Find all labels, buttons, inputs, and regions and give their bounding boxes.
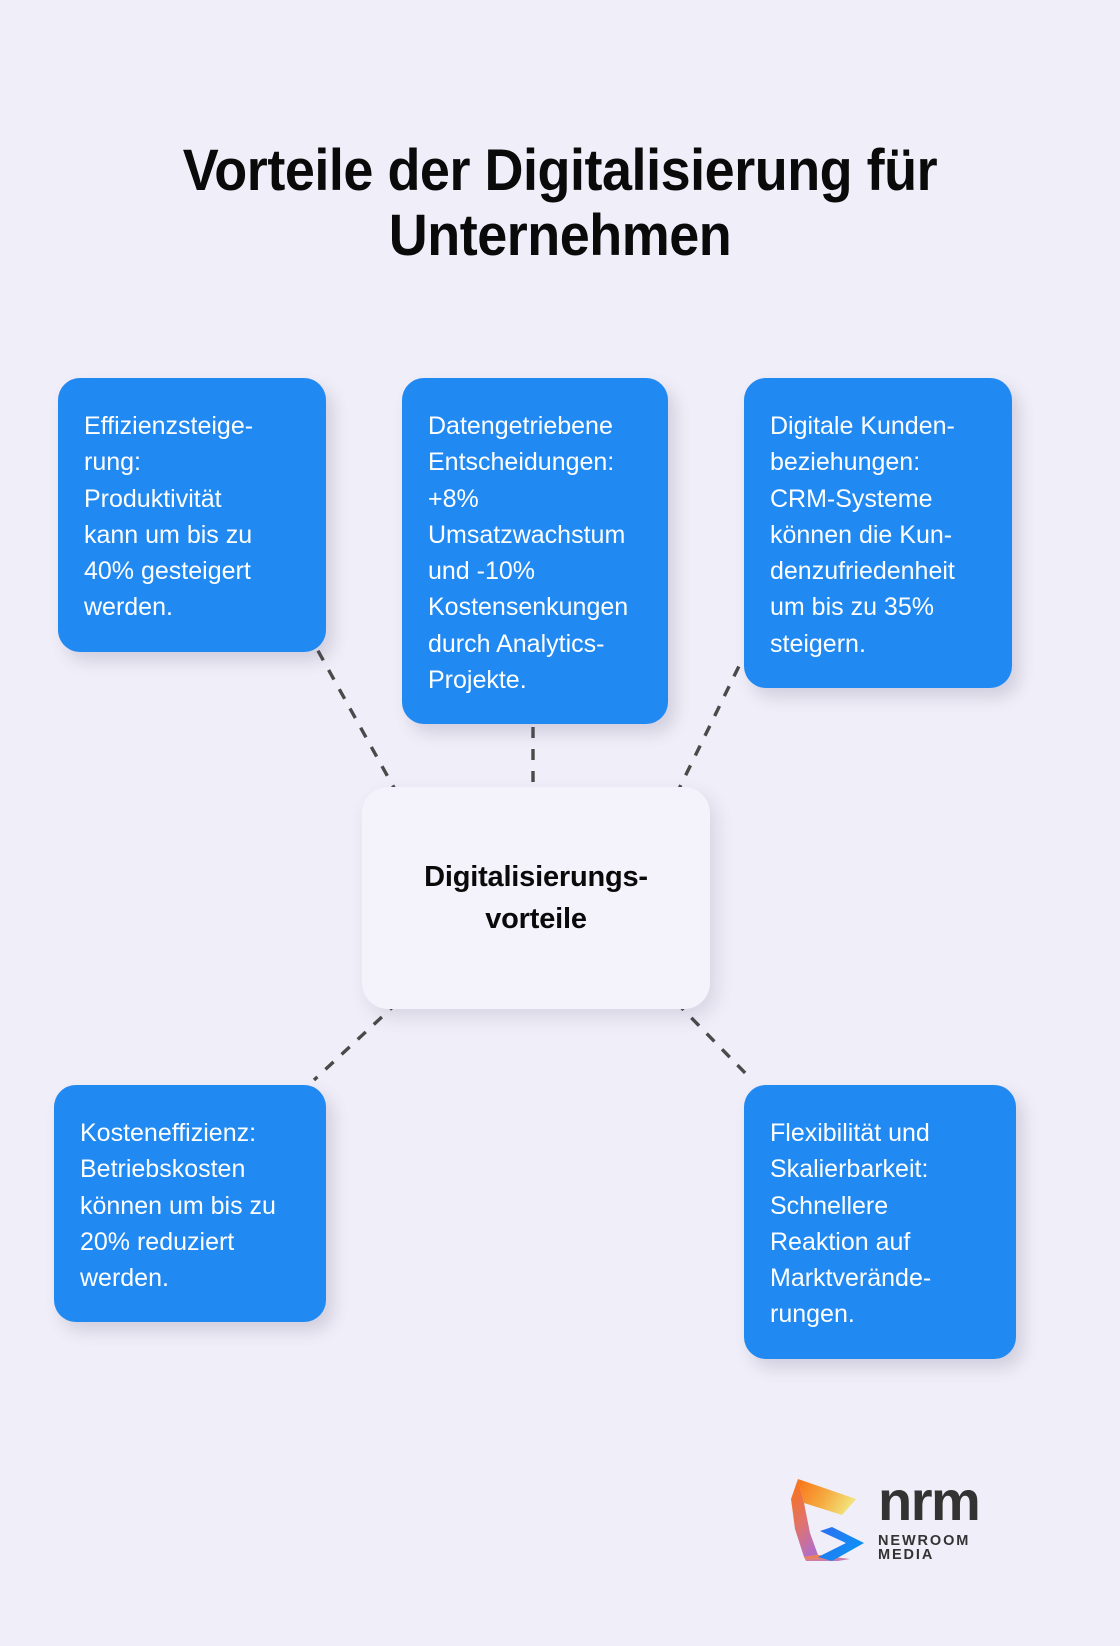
center-node-label: Digitalisierungs- vorteile (424, 860, 648, 935)
benefit-card-text: Digitale Kunden- beziehungen: CRM-System… (770, 412, 955, 658)
connector-center-to-top-left (310, 639, 400, 796)
nrm-logomark-icon (791, 1479, 864, 1561)
connector-center-to-bottom-left (312, 1000, 400, 1082)
logo-tagline: NEWROOM MEDIA (878, 1532, 971, 1564)
benefit-card-effizienzsteigerung[interactable]: Effizienzsteige- rung: Produktivität kan… (58, 378, 326, 652)
benefit-card-text: Kosteneffizienz: Betriebskosten können u… (80, 1119, 276, 1292)
benefit-card-datengetriebene-entscheidungen[interactable]: Datengetriebene Entscheidungen: +8% Umsa… (402, 378, 668, 724)
benefit-card-digitale-kundenbeziehungen[interactable]: Digitale Kunden- beziehungen: CRM-System… (744, 378, 1012, 688)
connector-center-to-bottom-right (674, 1000, 754, 1082)
benefit-card-flexibilitaet-skalierbarkeit[interactable]: Flexibilität und Skalierbarkeit: Schnell… (744, 1085, 1016, 1359)
connector-center-to-top-right (674, 659, 744, 796)
page-title: Vorteile der Digitalisierung für Unterne… (182, 137, 938, 268)
center-node[interactable]: Digitalisierungs- vorteile (362, 787, 710, 1009)
logo-text-block: nrm NEWROOM MEDIA (878, 1469, 1020, 1563)
benefit-card-kosteneffizienz[interactable]: Kosteneffizienz: Betriebskosten können u… (54, 1085, 326, 1323)
benefit-card-text: Datengetriebene Entscheidungen: +8% Umsa… (428, 412, 629, 694)
benefit-card-text: Effizienzsteige- rung: Produktivität kan… (84, 412, 254, 622)
benefit-card-text: Flexibilität und Skalierbarkeit: Schnell… (770, 1119, 932, 1329)
logo-wordmark: nrm (878, 1469, 981, 1533)
brand-logo: nrm NEWROOM MEDIA (788, 1462, 1020, 1570)
